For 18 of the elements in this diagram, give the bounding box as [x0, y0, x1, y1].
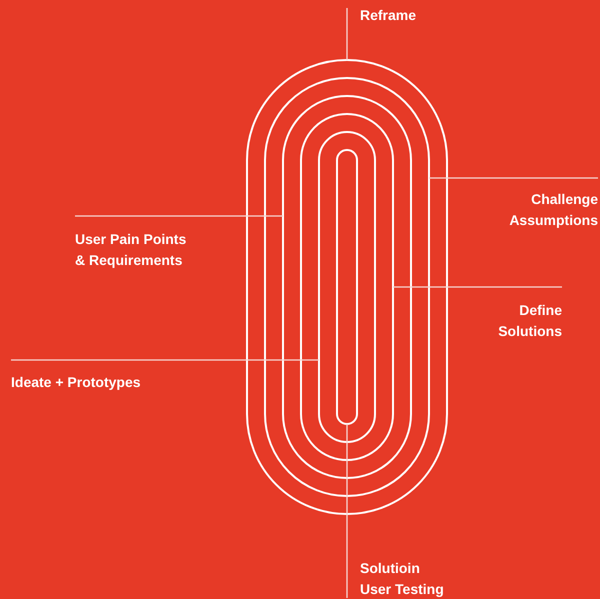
leader-line	[429, 177, 598, 179]
stage-label: Challenge Assumptions	[478, 189, 598, 231]
ring-outline	[282, 95, 412, 479]
stage-label: Solutioin User Testing	[360, 558, 448, 599]
leader-line	[75, 215, 283, 217]
ring-outline	[300, 113, 394, 461]
ring-outline	[318, 131, 376, 443]
leader-line	[11, 359, 319, 361]
leader-line	[393, 286, 562, 288]
leader-line	[346, 424, 348, 598]
stage-label: Reframe	[360, 5, 450, 26]
leader-line	[346, 8, 348, 60]
ring-outline	[336, 149, 358, 425]
stage-label: User Pain Points & Requirements	[75, 229, 197, 271]
ring-outline	[246, 59, 448, 515]
ring-outline	[264, 77, 430, 497]
stage-label: Define Solutions	[482, 300, 562, 342]
stage-label: Ideate + Prototypes	[11, 372, 191, 393]
